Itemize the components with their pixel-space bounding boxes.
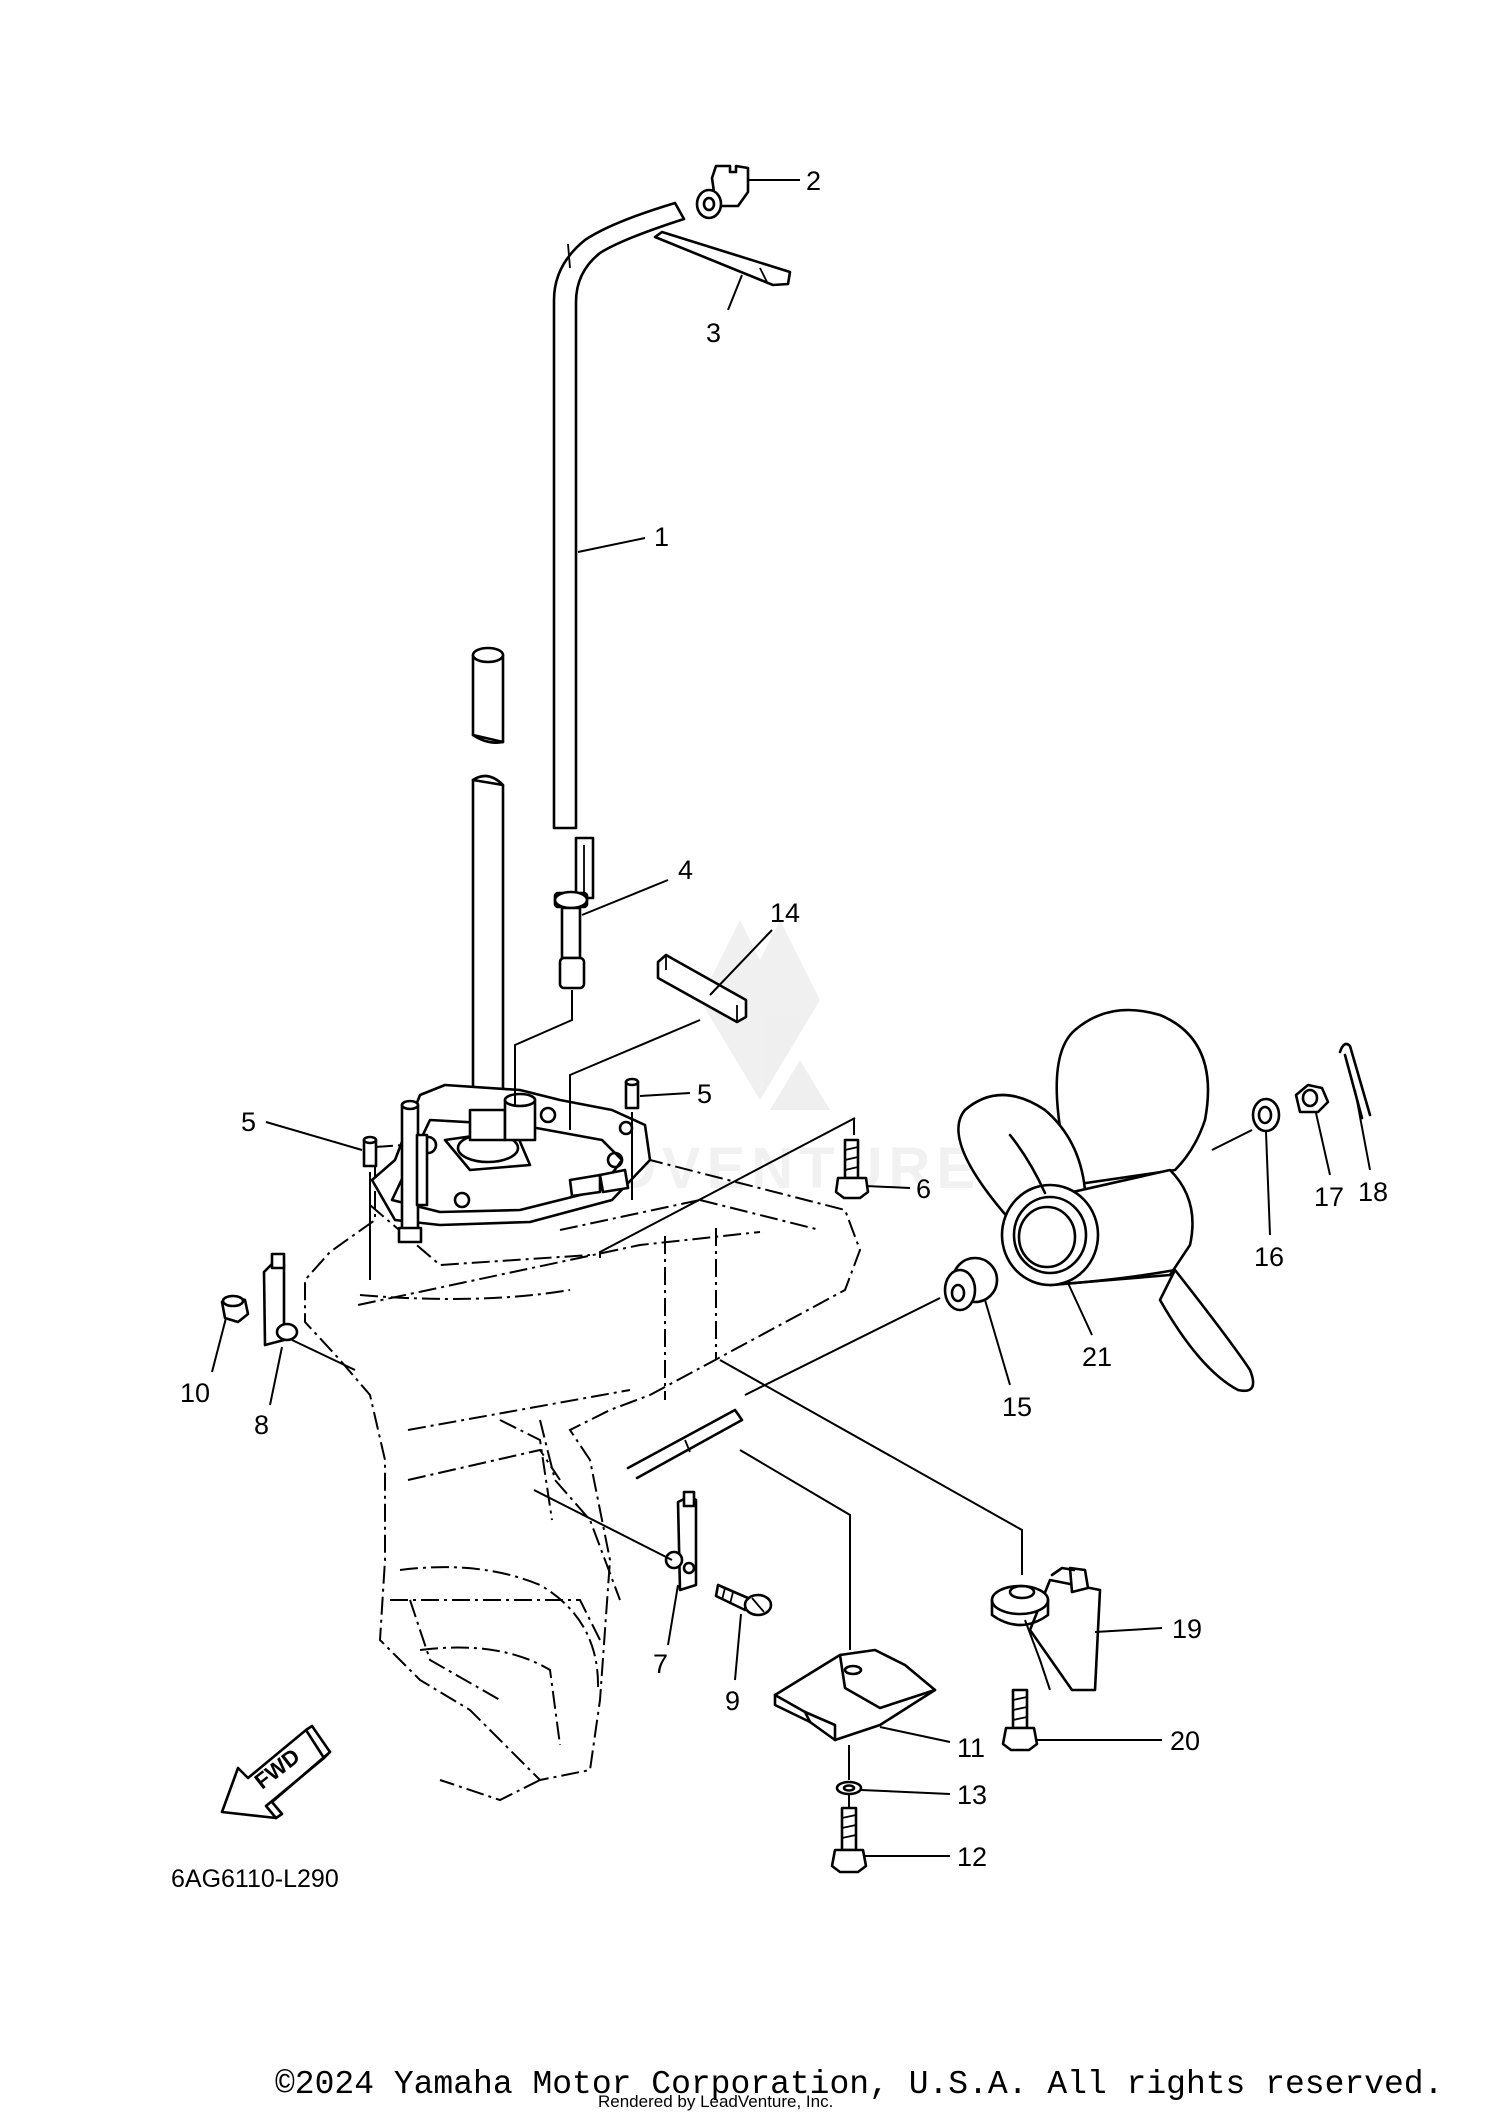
- part-5-dowel-pin-left[interactable]: [362, 1135, 378, 1168]
- upper-gasket-plate: [370, 1083, 652, 1244]
- part-14-plate[interactable]: [656, 953, 748, 1024]
- callout-20: 20: [1170, 1726, 1200, 1756]
- callout-13: 13: [957, 1780, 987, 1810]
- part-21-propeller[interactable]: [957, 1008, 1255, 1393]
- copyright-notice: ©2024 Yamaha Motor Corporation, U.S.A. A…: [275, 2066, 1444, 2103]
- propeller-shaft: [626, 1408, 744, 1480]
- callout-3: 3: [706, 318, 721, 348]
- part-9-screw[interactable]: [714, 1583, 773, 1617]
- callout-labels: 1 2 3 4 5 5 6 7 8 9 10 11 12 13 14 15 16…: [180, 166, 1388, 1872]
- callout-16: 16: [1254, 1242, 1284, 1272]
- part-6-bolt[interactable]: [834, 1138, 870, 1200]
- part-1-water-pipe[interactable]: [552, 201, 686, 830]
- callout-10: 10: [180, 1378, 210, 1408]
- leader-lines: [211, 179, 1371, 1857]
- part-8-anode[interactable]: [262, 1252, 299, 1347]
- callout-8: 8: [254, 1410, 269, 1440]
- watermark-logo: [700, 920, 830, 1110]
- rendered-by-text: Rendered by LeadVenture, Inc.: [598, 2092, 834, 2111]
- part-5-dowel-pin-right[interactable]: [624, 1077, 640, 1110]
- part-12-bolt[interactable]: [830, 1806, 868, 1874]
- callout-1: 1: [654, 522, 669, 552]
- diagram-code: 6AG6110-L290: [171, 1865, 339, 1893]
- part-2-grommet[interactable]: [695, 164, 750, 220]
- fwd-arrow-icon: FWD: [220, 1724, 332, 1820]
- part-19-trim-tab[interactable]: [990, 1566, 1102, 1692]
- callout-21: 21: [1082, 1342, 1112, 1372]
- part-17-nut[interactable]: [1294, 1083, 1330, 1114]
- callout-19: 19: [1172, 1614, 1202, 1644]
- callout-11: 11: [957, 1733, 985, 1763]
- drive-shaft: [471, 646, 505, 1117]
- callout-5-right: 5: [697, 1079, 712, 1109]
- callout-18: 18: [1358, 1177, 1388, 1207]
- callout-9: 9: [725, 1686, 740, 1716]
- callout-7: 7: [653, 1649, 668, 1679]
- part-18-cotter-pin[interactable]: [1338, 1042, 1372, 1120]
- callout-5-left: 5: [241, 1107, 256, 1137]
- callout-15: 15: [1002, 1392, 1032, 1422]
- part-4-pipe-seal[interactable]: [553, 836, 595, 990]
- callout-4: 4: [678, 855, 693, 885]
- assembly-lines: [291, 990, 1253, 1808]
- part-11-anode[interactable]: [773, 1648, 937, 1742]
- part-13-washer[interactable]: [835, 1780, 863, 1796]
- part-16-washer[interactable]: [1251, 1097, 1281, 1133]
- callout-14: 14: [770, 898, 800, 928]
- part-20-bolt[interactable]: [1001, 1688, 1039, 1752]
- callout-12: 12: [957, 1842, 987, 1872]
- callout-17: 17: [1314, 1182, 1344, 1212]
- lower-casing-outline: [304, 1133, 862, 1802]
- part-15-spacer[interactable]: [943, 1256, 999, 1312]
- part-7-bracket[interactable]: [664, 1490, 698, 1592]
- callout-6: 6: [916, 1174, 931, 1204]
- callout-2: 2: [806, 166, 821, 196]
- shaft-centerlines: [664, 1228, 717, 1400]
- part-3-cable-tie[interactable]: [653, 230, 792, 287]
